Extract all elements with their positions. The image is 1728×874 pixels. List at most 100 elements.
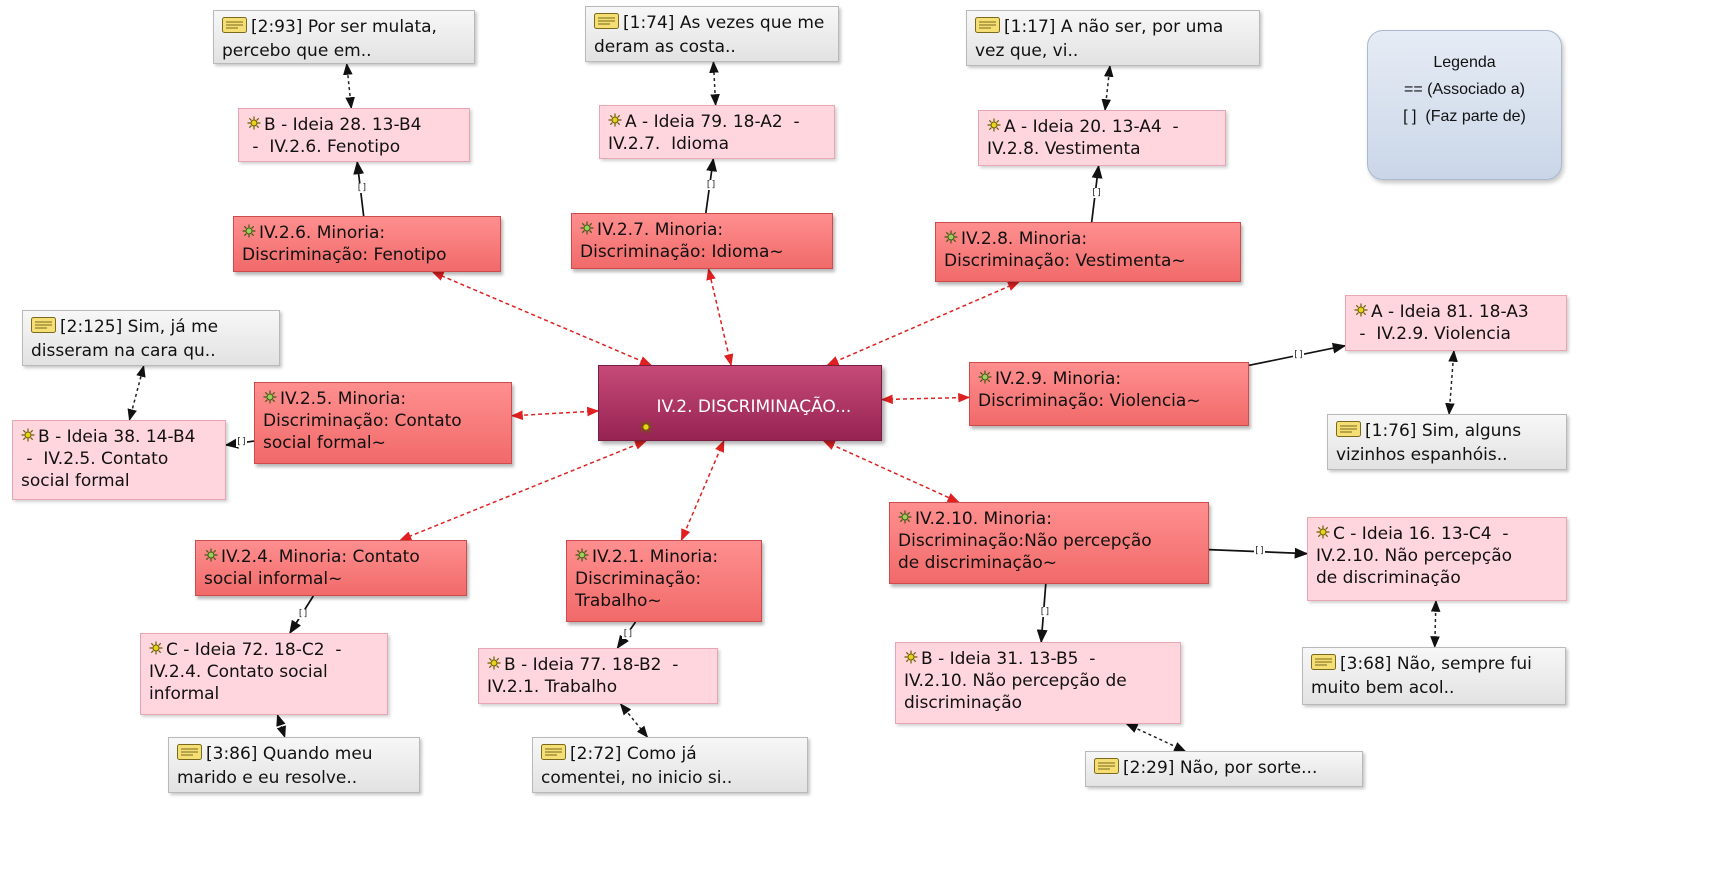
code-icon: [978, 368, 992, 390]
edge-quote-link: [1445, 349, 1458, 416]
part-of-label: []: [705, 180, 717, 190]
quote-label: [1:17] A não ser, por uma vez que, vi..: [975, 17, 1224, 61]
part-of-label: []: [622, 629, 634, 639]
quotation-icon: [975, 16, 1001, 40]
part-of-label: []: [1039, 607, 1051, 617]
quotation-icon: [594, 12, 620, 36]
part-of-label: []: [356, 183, 368, 193]
edge-quote-link: [709, 60, 720, 107]
quotation-icon: [541, 743, 567, 767]
central-code-node[interactable]: IV.2. DISCRIMINAÇÃO...: [598, 365, 882, 441]
idea-node[interactable]: A - Ideia 20. 13-A4 - IV.2.8. Vestimenta: [978, 110, 1226, 166]
quote-label: [2:72] Como já comentei, no inicio si..: [541, 744, 733, 788]
quotation-node[interactable]: [3:68] Não, sempre fui muito bem acol..: [1302, 647, 1566, 705]
idea-icon: [21, 426, 35, 448]
part-of-label: []: [297, 608, 309, 619]
idea-node[interactable]: A - Ideia 79. 18-A2 - IV.2.7. Idioma: [599, 105, 835, 159]
idea-icon: [1316, 523, 1330, 545]
idea-label: B - Ideia 28. 13-B4 - IV.2.6. Fenotipo: [252, 115, 422, 157]
edge-associated: [880, 392, 971, 405]
quote-label: [2:93] Por ser mulata, percebo que em..: [222, 17, 437, 61]
code-icon: [263, 388, 277, 410]
legend-part-of: [ ] (Faz parte de): [1403, 108, 1526, 125]
part-of-label: []: [1293, 349, 1304, 360]
idea-node[interactable]: B - Ideia 28. 13-B4 - IV.2.6. Fenotipo: [238, 108, 470, 162]
code-label: IV.2.6. Minoria: Discriminação: Fenotipo: [242, 223, 447, 265]
quotation-node[interactable]: [2:72] Como já comentei, no inicio si..: [532, 737, 808, 793]
legend-associated: == (Associado a): [1404, 81, 1525, 98]
idea-label: B - Ideia 77. 18-B2 - IV.2.1. Trabalho: [487, 655, 679, 697]
code-node[interactable]: IV.2.1. Minoria: Discriminação: Trabalho…: [566, 540, 762, 622]
edge-quote-link: [276, 713, 286, 739]
quotation-node[interactable]: [2:93] Por ser mulata, percebo que em..: [213, 10, 475, 64]
quotation-icon: [222, 16, 248, 40]
edge-associated: [680, 439, 725, 542]
edge-quote-link: [127, 364, 146, 422]
edge-quote-link: [1430, 599, 1441, 649]
quotation-icon: [1094, 757, 1120, 781]
idea-icon: [987, 116, 1001, 138]
code-label: IV.2.8. Minoria: Discriminação: Vestimen…: [944, 229, 1186, 271]
code-icon: [242, 222, 256, 244]
code-label: IV.2.5. Minoria: Discriminação: Contato …: [263, 389, 462, 453]
code-icon: [575, 546, 589, 568]
quotation-node[interactable]: [1:76] Sim, alguns vizinhos espanhóis..: [1327, 414, 1567, 470]
code-label: IV.2.4. Minoria: Contato social informal…: [204, 547, 420, 589]
code-label: IV.2.10. Minoria: Discriminação:Não perc…: [898, 509, 1152, 573]
idea-icon: [247, 114, 261, 136]
idea-label: B - Ideia 31. 13-B5 - IV.2.10. Não perce…: [904, 649, 1127, 713]
idea-label: A - Ideia 79. 18-A2 - IV.2.7. Idioma: [608, 112, 800, 154]
legend-box: Legenda == (Associado a) [ ] (Faz parte …: [1367, 30, 1562, 180]
edge-quote-link: [619, 703, 649, 738]
edge-associated: [826, 281, 1020, 366]
quote-label: [3:68] Não, sempre fui muito bem acol..: [1311, 654, 1532, 698]
code-icon: [944, 228, 958, 250]
edge-quote-link: [1101, 64, 1114, 112]
quotation-node[interactable]: [1:74] As vezes que me deram as costa..: [585, 6, 839, 62]
code-node[interactable]: IV.2.9. Minoria: Discriminação: Violenci…: [969, 362, 1249, 426]
central-code-label: IV.2. DISCRIMINAÇÃO...: [656, 397, 852, 417]
idea-icon: [904, 648, 918, 670]
idea-node[interactable]: A - Ideia 81. 18-A3 - IV.2.9. Violencia: [1345, 295, 1567, 351]
quote-label: [1:74] As vezes que me deram as costa..: [594, 13, 825, 57]
code-icon: [898, 508, 912, 530]
quotation-node[interactable]: [1:17] A não ser, por uma vez que, vi..: [966, 10, 1260, 66]
code-node[interactable]: IV.2.4. Minoria: Contato social informal…: [195, 540, 467, 596]
quote-label: [2:29] Não, por sorte...: [1123, 758, 1318, 778]
quotation-node[interactable]: [3:86] Quando meu marido e eu resolve..: [168, 737, 420, 793]
code-label: IV.2.9. Minoria: Discriminação: Violenci…: [978, 369, 1201, 411]
idea-icon: [608, 111, 622, 133]
code-node[interactable]: IV.2.6. Minoria: Discriminação: Fenotipo: [233, 216, 501, 272]
code-icon: [580, 219, 594, 241]
edge-associated: [822, 440, 960, 503]
edge-quote-link: [1125, 723, 1187, 752]
idea-label: C - Ideia 16. 13-C4 - IV.2.10. Não perce…: [1316, 524, 1513, 588]
idea-icon: [487, 654, 501, 676]
edge-quote-link: [343, 62, 355, 110]
idea-label: A - Ideia 20. 13-A4 - IV.2.8. Vestimenta: [987, 117, 1179, 159]
idea-node[interactable]: B - Ideia 38. 14-B4 - IV.2.5. Contato so…: [12, 420, 226, 500]
quotation-icon: [1336, 420, 1362, 444]
code-node[interactable]: IV.2.8. Minoria: Discriminação: Vestimen…: [935, 222, 1241, 282]
idea-icon: [1354, 301, 1368, 323]
code-node[interactable]: IV.2.10. Minoria: Discriminação:Não perc…: [889, 502, 1209, 584]
quotation-node[interactable]: [2:29] Não, por sorte...: [1085, 751, 1363, 787]
edge-associated: [431, 271, 652, 366]
code-node[interactable]: IV.2.7. Minoria: Discriminação: Idioma~: [571, 213, 833, 269]
idea-node[interactable]: B - Ideia 31. 13-B5 - IV.2.10. Não perce…: [895, 642, 1181, 724]
idea-icon: [149, 639, 163, 661]
quotation-node[interactable]: [2:125] Sim, já me disseram na cara qu..: [22, 310, 280, 366]
idea-node[interactable]: B - Ideia 77. 18-B2 - IV.2.1. Trabalho: [478, 648, 718, 704]
idea-node[interactable]: C - Ideia 72. 18-C2 - IV.2.4. Contato so…: [140, 633, 388, 715]
code-label: IV.2.1. Minoria: Discriminação: Trabalho…: [575, 547, 719, 611]
quote-label: [2:125] Sim, já me disseram na cara qu..: [31, 317, 219, 361]
idea-label: C - Ideia 72. 18-C2 - IV.2.4. Contato so…: [149, 640, 342, 704]
part-of-label: []: [1091, 188, 1102, 198]
code-icon: [204, 546, 218, 568]
quotation-icon: [1311, 653, 1337, 677]
code-node[interactable]: IV.2.5. Minoria: Discriminação: Contato …: [254, 382, 512, 464]
idea-label: B - Ideia 38. 14-B4 - IV.2.5. Contato so…: [21, 427, 196, 491]
idea-node[interactable]: C - Ideia 16. 13-C4 - IV.2.10. Não perce…: [1307, 517, 1567, 601]
part-of-label: []: [1254, 545, 1265, 556]
edge-associated: [706, 267, 734, 367]
